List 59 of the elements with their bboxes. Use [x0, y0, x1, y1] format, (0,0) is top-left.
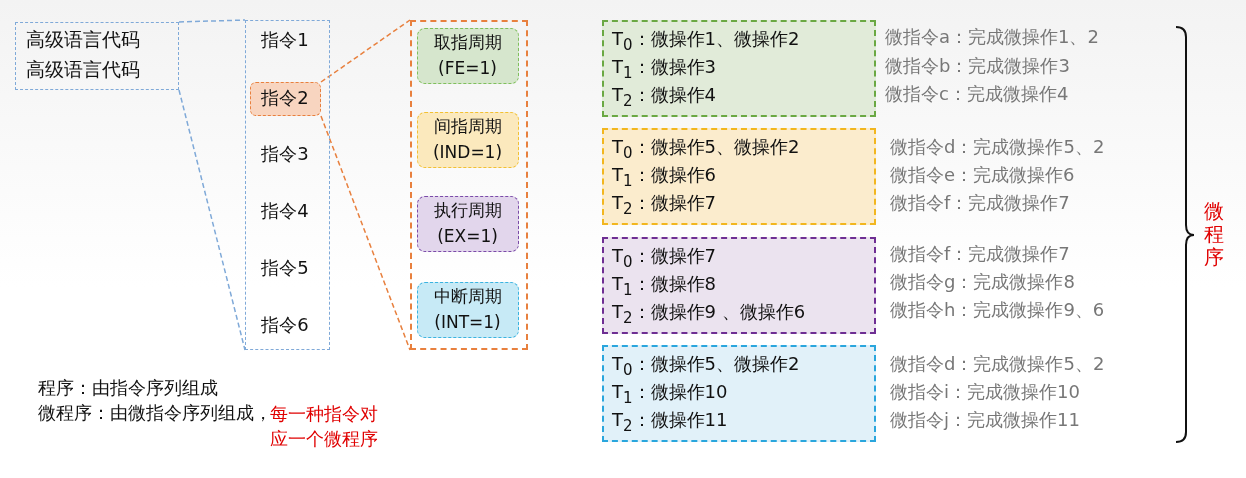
instruction-text: 指令3	[260, 141, 310, 166]
micro-operation-box	[602, 237, 876, 334]
microinstruction-text: 微指令d：完成微操作5、2	[890, 135, 1105, 159]
note-text: 程序：由指令序列组成	[38, 376, 218, 400]
code-text: 高级语言代码	[26, 57, 140, 82]
cycle-box	[416, 111, 519, 168]
instruction-text: 指令4	[260, 198, 310, 223]
micro-operation-text: T$_{0}$：微操作5、微操作2	[612, 352, 800, 379]
micro-operation-box	[602, 20, 876, 117]
instruction-text: 指令2	[260, 85, 310, 110]
microinstruction-text: 微指令h：完成微操作9、6	[890, 298, 1105, 322]
microinstruction-text: 微指令e：完成微操作6	[890, 163, 1075, 187]
micro-operation-box	[602, 128, 876, 225]
cycle-text: 取指周期	[432, 30, 503, 54]
microinstruction-text: 微指令d：完成微操作5、2	[890, 352, 1105, 376]
micro-operation-text: T$_{1}$：微操作6	[612, 163, 716, 190]
code-box	[15, 22, 179, 90]
instruction-text: 指令6	[260, 312, 310, 337]
code-text: 高级语言代码	[26, 27, 140, 52]
zoom-line	[178, 89, 246, 351]
instruction-text: 指令5	[260, 255, 310, 280]
micro-operation-box	[602, 345, 876, 442]
instruction-text: 指令1	[260, 27, 310, 52]
micro-operation-text: T$_{1}$：微操作3	[612, 55, 716, 82]
cycle-text: 执行周期	[432, 198, 503, 222]
micro-operation-text: T$_{0}$：微操作7	[612, 244, 716, 271]
cycle-text: (EX=1)	[436, 224, 499, 248]
note-text: 每一种指令对应一个微程序	[270, 402, 379, 451]
cycle-box	[416, 27, 519, 84]
micro-operation-text: T$_{0}$：微操作5、微操作2	[612, 135, 800, 162]
micro-operation-text: T$_{2}$：微操作7	[612, 191, 716, 218]
micro-operation-text: T$_{2}$：微操作9 、微操作6	[612, 300, 806, 327]
instruction-list-box	[245, 20, 330, 350]
microinstruction-text: 微指令f：完成微操作7	[890, 191, 1070, 215]
instruction-item	[249, 81, 321, 116]
bracket-label: 微程序	[1204, 200, 1224, 269]
cycle-text: 间指周期	[432, 114, 503, 138]
microinstruction-text: 微指令a：完成微操作1、2	[885, 25, 1099, 49]
micro-operation-text: T$_{0}$：微操作1、微操作2	[612, 27, 800, 54]
microinstruction-text: 微指令i：完成微操作10	[890, 380, 1080, 404]
zoom-line	[320, 19, 411, 83]
micro-operation-text: T$_{1}$：微操作8	[612, 272, 716, 299]
cycle-text: 中断周期	[432, 284, 503, 308]
micro-operation-text: T$_{1}$：微操作10	[612, 380, 728, 407]
zoom-line	[320, 115, 411, 351]
microinstruction-text: 微指令g：完成微操作8	[890, 270, 1075, 294]
zoom-line	[178, 19, 246, 23]
cycle-box	[416, 281, 519, 338]
microinstruction-text: 微指令b：完成微操作3	[885, 54, 1070, 78]
cycle-text: (IND=1)	[431, 140, 504, 164]
microinstruction-text: 微指令f：完成微操作7	[890, 242, 1070, 266]
micro-operation-text: T$_{2}$：微操作4	[612, 83, 716, 110]
cycle-group-box	[410, 20, 528, 350]
microinstruction-text: 微指令j：完成微操作11	[890, 408, 1080, 432]
cycle-text: (FE=1)	[437, 56, 498, 80]
microinstruction-text: 微指令c：完成微操作4	[885, 82, 1069, 106]
cycle-box	[416, 195, 519, 252]
micro-operation-text: T$_{2}$：微操作11	[612, 408, 728, 435]
cycle-text: (INT=1)	[433, 310, 502, 334]
